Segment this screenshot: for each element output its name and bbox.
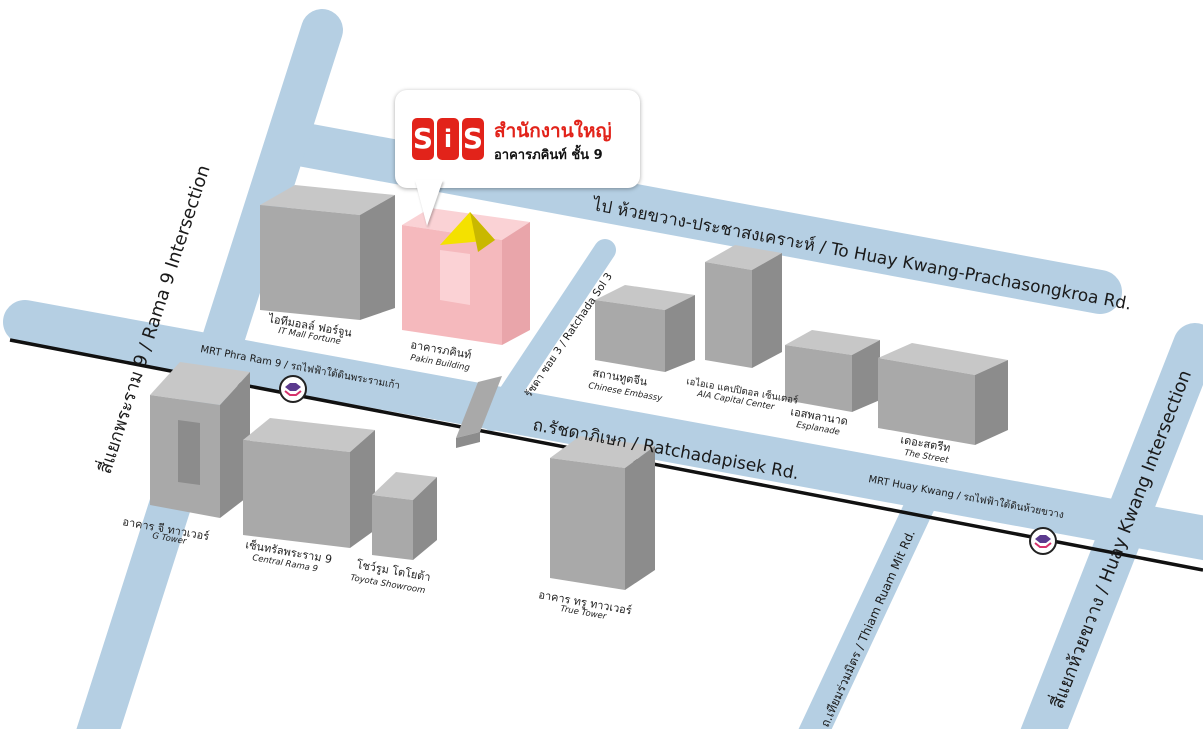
building-toyota [372,472,437,560]
building-pakin [402,208,530,345]
logo-letter-i: i [437,118,459,160]
mrt-station-icon [279,375,307,403]
building-aia [705,245,782,368]
road-ratchada-sol3 [481,239,616,431]
road-thiam-ruam-mit [798,490,935,729]
callout-subtitle: อาคารภคินท์ ชั้น 9 [494,148,603,163]
buildings [150,185,1008,590]
sis-logo: S i S [412,118,486,160]
building-chinese-embassy [595,285,695,372]
logo-letter-s: S [412,118,434,160]
building-the-street [878,343,1008,445]
callout-pointer [415,180,443,226]
label-thiam-ruam-mit: ถ.เทียมร่วมมิตร / Thiam Ruam Mit Rd. [818,528,918,729]
callout-title: สำนักงานใหญ่ [494,120,612,142]
building-central-rama9 [243,418,375,548]
flyover-bridge [456,376,502,448]
building-esplanade [785,330,880,412]
logo-letter-s2: S [462,118,484,160]
road-huay-kwang [1020,323,1203,729]
building-g-tower [150,362,250,518]
mrt-station-icon [1029,527,1057,555]
building-true-tower [550,436,655,590]
building-it-mall [260,185,395,320]
building-labels: ไอทีมอลล์ ฟอร์จูน IT Mall Fortune อาคารภ… [121,312,951,622]
head-office-callout [395,90,640,188]
